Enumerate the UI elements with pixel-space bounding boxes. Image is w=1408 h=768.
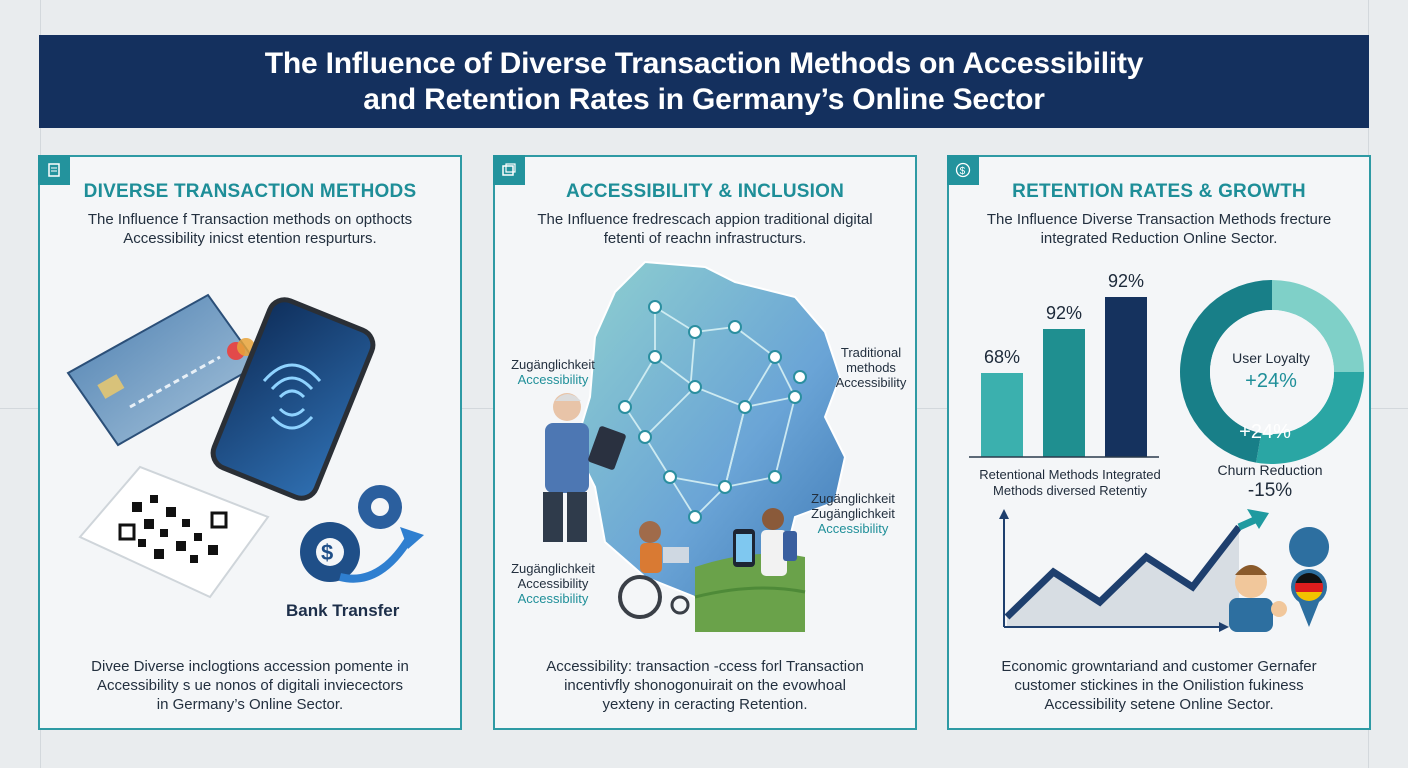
label-line: methods <box>846 360 896 375</box>
churn-reduction-label: Churn Reduction <box>1217 462 1323 478</box>
footer-line: in Germany’s Online Sector. <box>156 696 344 713</box>
donut-segment-label: +24% <box>1239 421 1291 443</box>
svg-text:$: $ <box>960 166 966 177</box>
subtitle-line: The Influence Diverse Transaction Method… <box>986 211 1332 228</box>
caption-line: Retentional Methods Integrated <box>979 467 1161 482</box>
germany-network-map <box>543 260 847 632</box>
qr-code-icon <box>78 465 270 599</box>
donut-slice <box>1256 372 1364 464</box>
label-line: Zugänglichkeit <box>811 506 895 521</box>
map-label-right-top: Traditional methods Accessibility <box>825 345 917 390</box>
bar-chart-caption: Retentional Methods Integrated Methods d… <box>965 467 1175 499</box>
donut-slice <box>1179 280 1272 463</box>
map-label-left-top: Zugänglichkeit Accessibility <box>505 357 601 387</box>
bar-data-label: 92% <box>1108 271 1144 291</box>
subtitle-line: The Influence fredrescach appion traditi… <box>537 211 873 228</box>
footer-line: Accessibility s ue nonos of digitali inv… <box>97 677 403 694</box>
label-line: Accessibility <box>517 591 589 606</box>
footer-line: Accessibility: transaction -ccess forl T… <box>546 658 864 675</box>
footer-line: Economic growntariand and customer Gerna… <box>1001 658 1317 675</box>
panel-footer: Accessibility: transaction -ccess forl T… <box>513 657 897 714</box>
person-with-phone-icon <box>733 508 797 576</box>
panel-subtitle: The Influence fredrescach appion traditi… <box>515 210 895 248</box>
person-with-tablet-icon <box>543 393 626 542</box>
page-title-line-1: The Influence of Diverse Transaction Met… <box>264 46 1144 80</box>
user-loyalty-label: User Loyalty <box>1232 350 1310 366</box>
panel-title: RETENTION RATES & GROWTH <box>1012 181 1306 202</box>
panel-retention: $ RETENTION RATES & GROWTH The Influence… <box>947 155 1371 730</box>
mascot-illustration <box>1229 527 1330 632</box>
panel-subtitle: The Influence f Transaction methods on o… <box>60 210 440 248</box>
smartphone-contactless-icon <box>210 297 376 501</box>
dollar-icon: $ <box>947 155 979 185</box>
donut-center-label: User Loyalty +24% <box>1211 350 1331 393</box>
bar-data-label: 68% <box>984 347 1020 367</box>
caption-line: Methods diversed Retentiy <box>993 483 1147 498</box>
document-icon <box>38 155 70 185</box>
footer-line: Accessibility setene Online Sector. <box>1044 696 1274 713</box>
label-line: Traditional <box>840 345 902 360</box>
bar <box>1105 297 1147 457</box>
thumbs-up-person-icon <box>1229 565 1287 632</box>
bar-data-label: 92% <box>1046 303 1082 323</box>
panel-accessibility: ACCESSIBILITY & INCLUSION The Influence … <box>493 155 917 730</box>
label-line: Accessibility <box>835 375 907 390</box>
trend-line <box>1004 524 1242 620</box>
label-line: Zugänglichkeit <box>811 491 895 506</box>
donut-hole <box>1210 310 1334 434</box>
user-loyalty-value: +24% <box>1245 370 1297 392</box>
title-banner: The Influence of Diverse Transaction Met… <box>39 35 1369 128</box>
panel-transaction-methods: DIVERSE TRANSACTION METHODS The Influenc… <box>38 155 462 730</box>
panel-subtitle: The Influence Diverse Transaction Method… <box>969 210 1349 248</box>
loyalty-donut-chart <box>1179 280 1364 464</box>
footer-line: yexteny in ceracting Retention. <box>602 696 808 713</box>
label-line: Zugänglichkeit <box>511 561 595 576</box>
label-line: Accessibility <box>817 521 889 536</box>
growth-trend-chart <box>999 509 1269 632</box>
subtitle-line: Accessibility inicst etention respurturs… <box>123 230 377 247</box>
label-line: Accessibility <box>517 372 589 387</box>
subtitle-line: The Influence f Transaction methods on o… <box>87 211 413 228</box>
panel-title: ACCESSIBILITY & INCLUSION <box>565 181 845 202</box>
gear-icon: $ <box>300 485 424 583</box>
subtitle-line: fetenti of reachn infrastructurs. <box>603 230 807 247</box>
churn-reduction-value: -15% <box>1247 480 1293 501</box>
churn-reduction-block: Churn Reduction -15% <box>1195 462 1345 502</box>
panel-footer: Economic growntariand and customer Gerna… <box>967 657 1351 714</box>
retention-bar-chart: 68% 92% 92% <box>969 271 1159 458</box>
trend-area <box>1007 527 1239 627</box>
wheelchair-user-icon <box>618 521 690 619</box>
footer-line: Divee Diverse inclogtions accession pome… <box>91 658 409 675</box>
network-nodes <box>618 300 807 524</box>
germany-flag-pin-icon <box>1289 527 1330 627</box>
map-label-right-mid: Zugänglichkeit Zugänglichkeit Accessibil… <box>799 491 907 536</box>
label-line: Zugänglichkeit <box>511 357 595 372</box>
axis-arrow <box>999 509 1009 519</box>
label-line: Accessibility <box>517 576 589 591</box>
germany-map-shape <box>573 260 847 599</box>
page-title-line-2: and Retention Rates in Germany’s Online … <box>363 82 1045 116</box>
map-label-left-bottom: Zugänglichkeit Accessibility Accessibili… <box>505 561 601 606</box>
footer-line: incentivfly shonogonuirait on the evowho… <box>564 677 846 694</box>
bank-transfer-label: Bank Transfer <box>286 601 400 620</box>
footer-line: customer stickines in the Onilistion fuk… <box>1014 677 1304 694</box>
panel-title: DIVERSE TRANSACTION METHODS <box>83 181 417 202</box>
svg-text:$: $ <box>321 540 333 565</box>
payment-methods-illustration: $ <box>66 293 424 599</box>
donut-slice <box>1272 280 1364 372</box>
trend-arrow-head <box>1247 509 1269 529</box>
subtitle-line: integrated Reduction Online Sector. <box>1040 230 1278 247</box>
bar <box>981 373 1023 457</box>
panel-footer: Divee Diverse inclogtions accession pome… <box>58 657 442 714</box>
bar <box>1043 329 1085 457</box>
cards-icon <box>493 155 525 185</box>
axis-arrow <box>1219 622 1229 632</box>
